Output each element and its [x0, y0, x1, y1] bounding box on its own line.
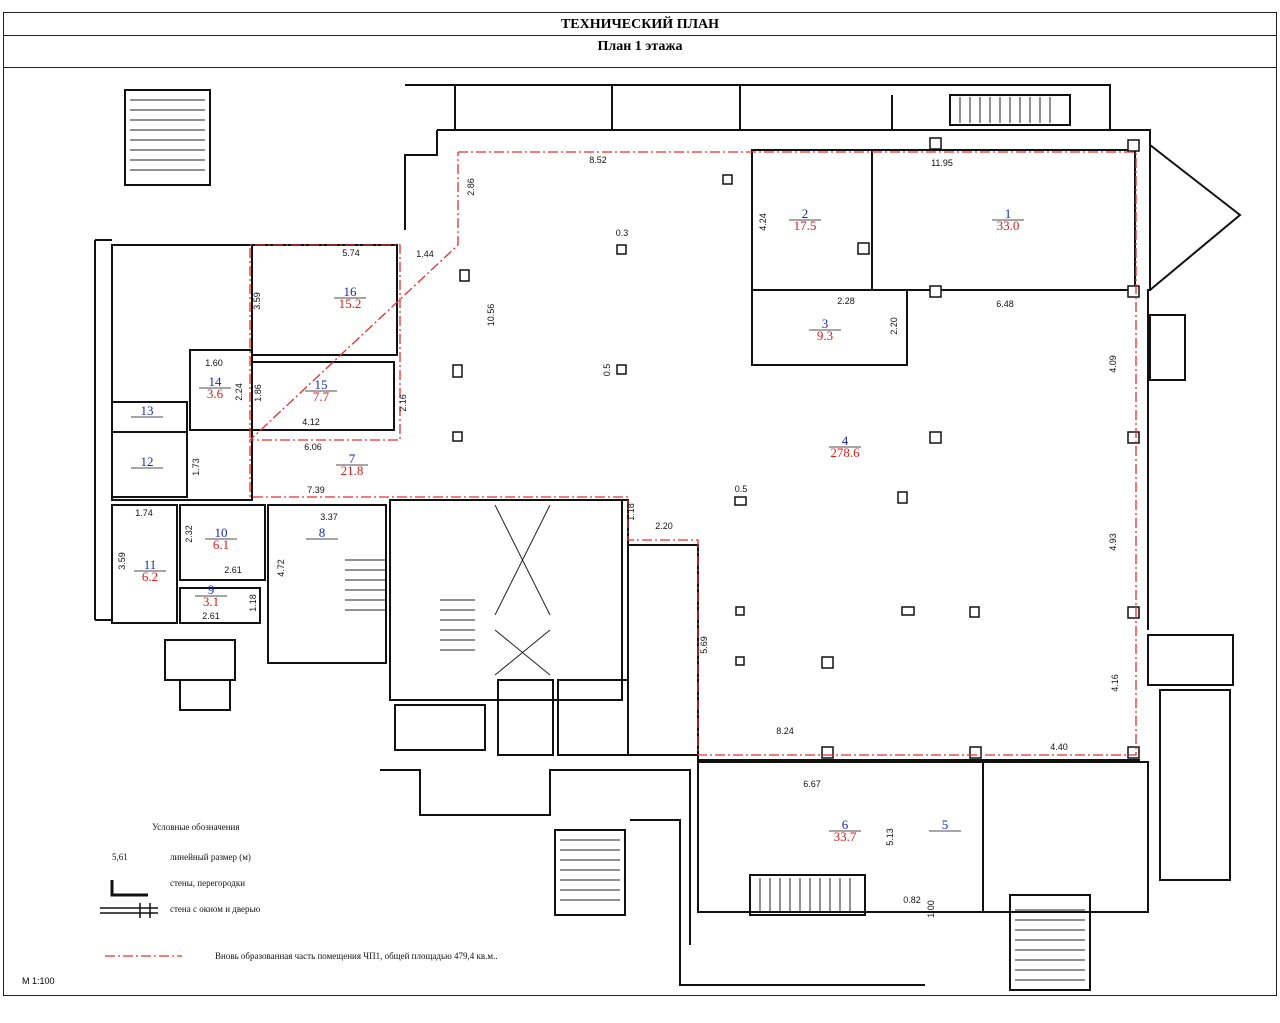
room-number: 6	[842, 817, 849, 832]
legend-window-door-label: стена с окном и дверью	[170, 904, 261, 914]
room-area: 7.7	[313, 389, 330, 404]
room-number: 16	[344, 284, 358, 299]
room-number: 3	[822, 316, 829, 331]
dimension-label: 2.32	[184, 525, 194, 543]
dimension-label: 4.16	[1110, 674, 1120, 692]
dimension-label: 2.24	[234, 383, 244, 401]
dimension-label: 4.40	[1050, 742, 1068, 752]
room-number: 12	[141, 454, 154, 469]
room-area: 17.5	[794, 218, 817, 233]
room-area: 15.2	[339, 296, 362, 311]
dimension-label: 3.59	[117, 552, 127, 570]
dimension-label: 3.37	[320, 512, 338, 522]
legend-red-line-label: Вновь образованная часть помещения ЧП1, …	[215, 951, 498, 961]
dimension-label: 4.12	[302, 417, 320, 427]
plan-subtitle: План 1 этажа	[3, 36, 1277, 68]
room-area: 9.3	[817, 328, 833, 343]
room-number: 1	[1005, 206, 1012, 221]
legend-title: Условные обозначения	[152, 822, 240, 832]
dimension-label: 0.82	[903, 895, 921, 905]
drawing-frame	[3, 12, 1277, 996]
dimension-label: 2.16	[398, 394, 408, 412]
room-area: 278.6	[830, 445, 860, 460]
dimension-label: 1.73	[191, 458, 201, 476]
dimension-label: 7.39	[307, 485, 325, 495]
walls	[94, 84, 1242, 991]
dimension-label: 1.00	[926, 900, 936, 918]
room-area: 6.2	[142, 569, 158, 584]
dimension-label: 0.3	[616, 228, 629, 238]
room-number: 15	[315, 377, 328, 392]
dimension-label: 1.44	[416, 249, 434, 259]
new-boundary-line	[248, 151, 1137, 756]
dimension-label: 4.24	[758, 213, 768, 231]
room-area: 6.1	[213, 537, 229, 552]
dimension-label: 2.28	[837, 296, 855, 306]
dimension-label: 10.56	[486, 304, 496, 327]
wall-symbol-icon	[110, 880, 148, 897]
dimension-label: 2.61	[202, 611, 220, 621]
dimension-label: 6.06	[304, 442, 322, 452]
window-door-symbol-icon	[100, 903, 158, 918]
room-number: 8	[319, 525, 326, 540]
dimension-label: 2.86	[466, 178, 476, 196]
dimension-label: 1.86	[253, 384, 263, 402]
dimension-label: 1.60	[205, 358, 223, 368]
stair-hatching	[130, 97, 1085, 981]
legend-sample-value: 5,61	[112, 852, 128, 862]
dimension-label: 4.93	[1108, 533, 1118, 551]
dimension-label: 3.59	[252, 292, 262, 310]
dimension-label: 5.74	[342, 248, 360, 258]
room-labels: 133.0217.539.34278.65633.7721.8893.1106.…	[131, 206, 1024, 844]
room-area: 33.0	[997, 218, 1020, 233]
dimension-label: 4.72	[276, 559, 286, 577]
dimension-label: 1.18	[626, 503, 636, 521]
room-number: 5	[942, 817, 949, 832]
room-number: 10	[215, 525, 228, 540]
dimension-label: 11.95	[931, 158, 953, 168]
dimension-label: 2.20	[889, 317, 899, 335]
dimension-label: 5.13	[885, 828, 895, 846]
legend-dim-label: линейный размер (м)	[170, 852, 251, 862]
room-area: 3.6	[207, 386, 224, 401]
room-number: 7	[349, 451, 356, 466]
plan-title: ТЕХНИЧЕСКИЙ ПЛАН	[3, 14, 1277, 36]
columns	[452, 137, 1140, 759]
dimension-label: 1.74	[135, 508, 153, 518]
room-area: 3.1	[203, 594, 219, 609]
dimension-label: 0.5	[602, 364, 612, 377]
room-area: 33.7	[834, 829, 857, 844]
room-number: 4	[842, 433, 849, 448]
dimension-label: 8.24	[776, 726, 794, 736]
room-number: 11	[144, 557, 157, 572]
legend: Условные обозначения 5,61 линейный разме…	[100, 822, 498, 961]
room-area: 21.8	[341, 463, 364, 478]
legend-walls-label: стены, перегородки	[170, 878, 245, 888]
room-number: 13	[141, 403, 154, 418]
dimension-label: 6.67	[803, 779, 821, 789]
dimension-label: 2.61	[224, 565, 242, 575]
dimension-label: 2.20	[655, 521, 673, 531]
dimension-label: 1.18	[248, 594, 258, 612]
scale-label: М 1:100	[22, 976, 55, 986]
room-number: 9	[208, 582, 215, 597]
dimension-label: 6.48	[996, 299, 1014, 309]
dimension-label: 4.09	[1108, 355, 1118, 373]
room-number: 2	[802, 206, 809, 221]
dimension-label: 0.5	[735, 484, 748, 494]
dimension-label: 5.69	[699, 636, 709, 654]
dimension-label: 8.52	[589, 155, 607, 165]
room-number: 14	[209, 374, 223, 389]
